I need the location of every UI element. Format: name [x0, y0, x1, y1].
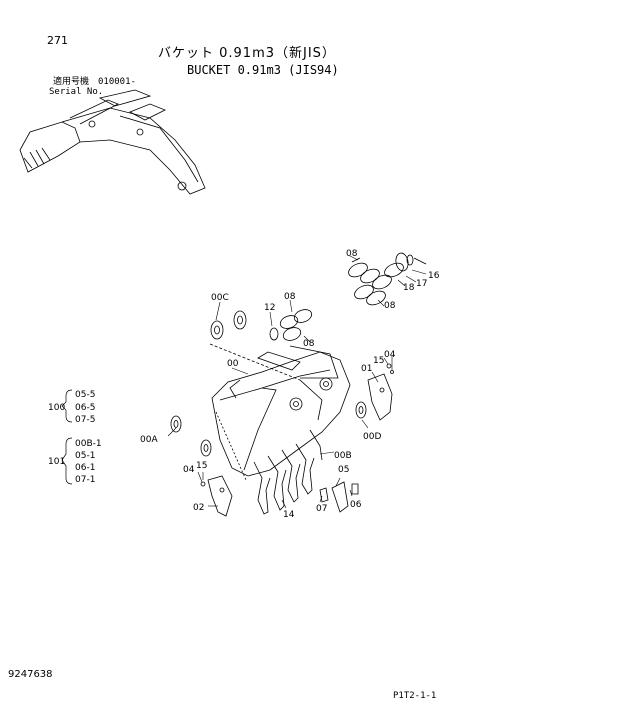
- side-cutter-left: [207, 475, 233, 517]
- bushing-set-left: [209, 309, 313, 381]
- callout-17: 17: [416, 279, 427, 289]
- callout-02: 02: [193, 503, 204, 513]
- group-101-item: 07-1: [75, 475, 95, 485]
- callout-08-mid2: 08: [303, 339, 315, 349]
- callout-00: 00: [227, 359, 239, 369]
- title-japanese: バケット 0.91m3（新JIS）: [158, 46, 336, 61]
- page-number: 271: [47, 34, 68, 47]
- callout-15-right: 15: [373, 356, 384, 366]
- group-101-item: 00B-1: [75, 439, 102, 449]
- callout-00B: 00B: [334, 451, 352, 461]
- serial-label-japanese: 適用号機: [53, 77, 90, 87]
- bushing-00A: [170, 415, 212, 457]
- shim-set-top: [348, 252, 427, 306]
- callout-01: 01: [361, 364, 372, 374]
- callout-18: 18: [403, 283, 415, 293]
- title-english: BUCKET 0.91m3 (JIS94): [187, 63, 339, 77]
- leader-lines: [167, 255, 427, 509]
- callout-16: 16: [428, 271, 440, 281]
- group-100-item: 05-5: [75, 390, 95, 400]
- callout-14: 14: [283, 510, 295, 520]
- callout-07: 07: [316, 504, 327, 514]
- callout-08-mid: 08: [284, 292, 296, 302]
- serial-label-english: Serial No.: [49, 87, 104, 97]
- callout-15-left: 15: [196, 461, 207, 471]
- callout-00D: 00D: [363, 432, 381, 442]
- group-101-item: 06-1: [75, 463, 95, 473]
- excavator-arm-illustration: [19, 89, 206, 195]
- bucket-body: [211, 345, 351, 481]
- callout-08-right: 08: [384, 301, 396, 311]
- callout-08-top: 08: [346, 249, 358, 259]
- group-101-item: 05-1: [75, 451, 95, 461]
- serial-value: 010001-: [98, 77, 136, 87]
- bracket-101: [61, 437, 73, 485]
- callout-00C: 00C: [211, 293, 229, 303]
- callout-05: 05: [338, 465, 349, 475]
- group-100-item: 06-5: [75, 403, 95, 413]
- group-100-item: 07-5: [75, 415, 95, 425]
- page-reference: P1T2-1-1: [393, 691, 437, 701]
- callout-00A: 00A: [140, 435, 158, 445]
- callout-04-right: 04: [384, 350, 396, 360]
- callout-06: 06: [350, 500, 362, 510]
- group-100-label: 100: [48, 403, 65, 413]
- callout-04-left: 04: [183, 465, 195, 475]
- callout-12: 12: [264, 303, 275, 313]
- group-101-label: 101: [48, 457, 65, 467]
- document-number: 9247638: [8, 669, 53, 680]
- bracket-100: [61, 389, 73, 423]
- bushing-00D: [355, 401, 367, 419]
- bucket-teeth: [253, 443, 315, 515]
- side-cutter-right: [367, 373, 393, 421]
